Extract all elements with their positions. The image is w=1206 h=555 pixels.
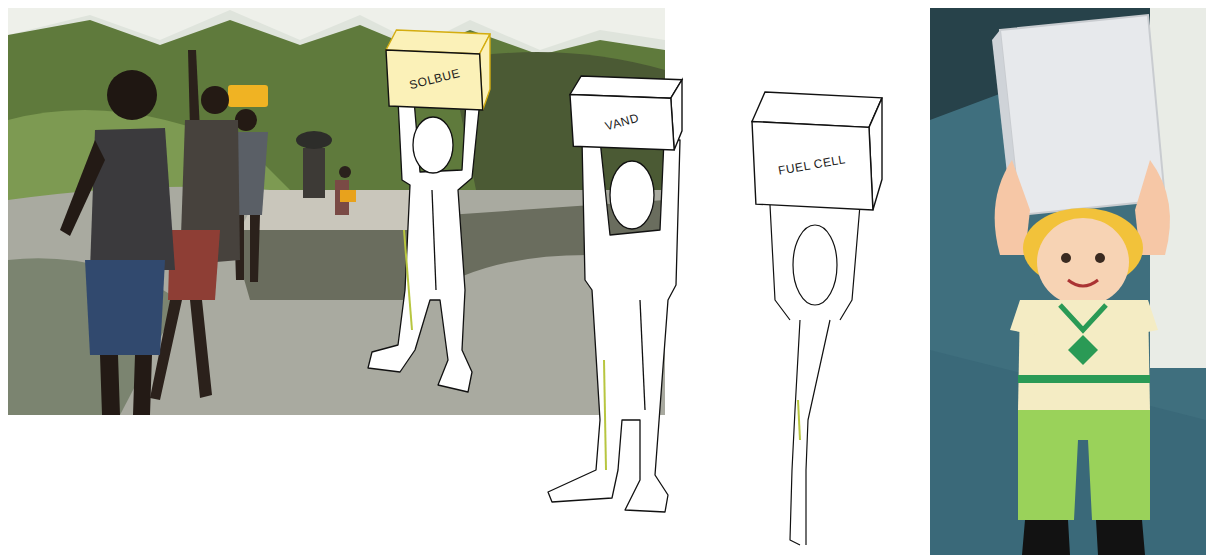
toy-photo (930, 8, 1206, 555)
box-front (570, 95, 674, 151)
sketch-figure (368, 100, 480, 392)
box-front (752, 122, 873, 211)
box-outline (752, 92, 882, 210)
sketched-box: SOLBUE (386, 30, 490, 110)
village-photo (8, 8, 665, 415)
sketched-box: VAND (570, 76, 682, 150)
box-front (386, 50, 483, 110)
box-outline (386, 30, 490, 110)
sketched-box: FUEL CELL (752, 92, 882, 210)
sketch-figure (770, 205, 860, 545)
sketch-figure (548, 140, 680, 512)
box-outline (570, 76, 682, 150)
